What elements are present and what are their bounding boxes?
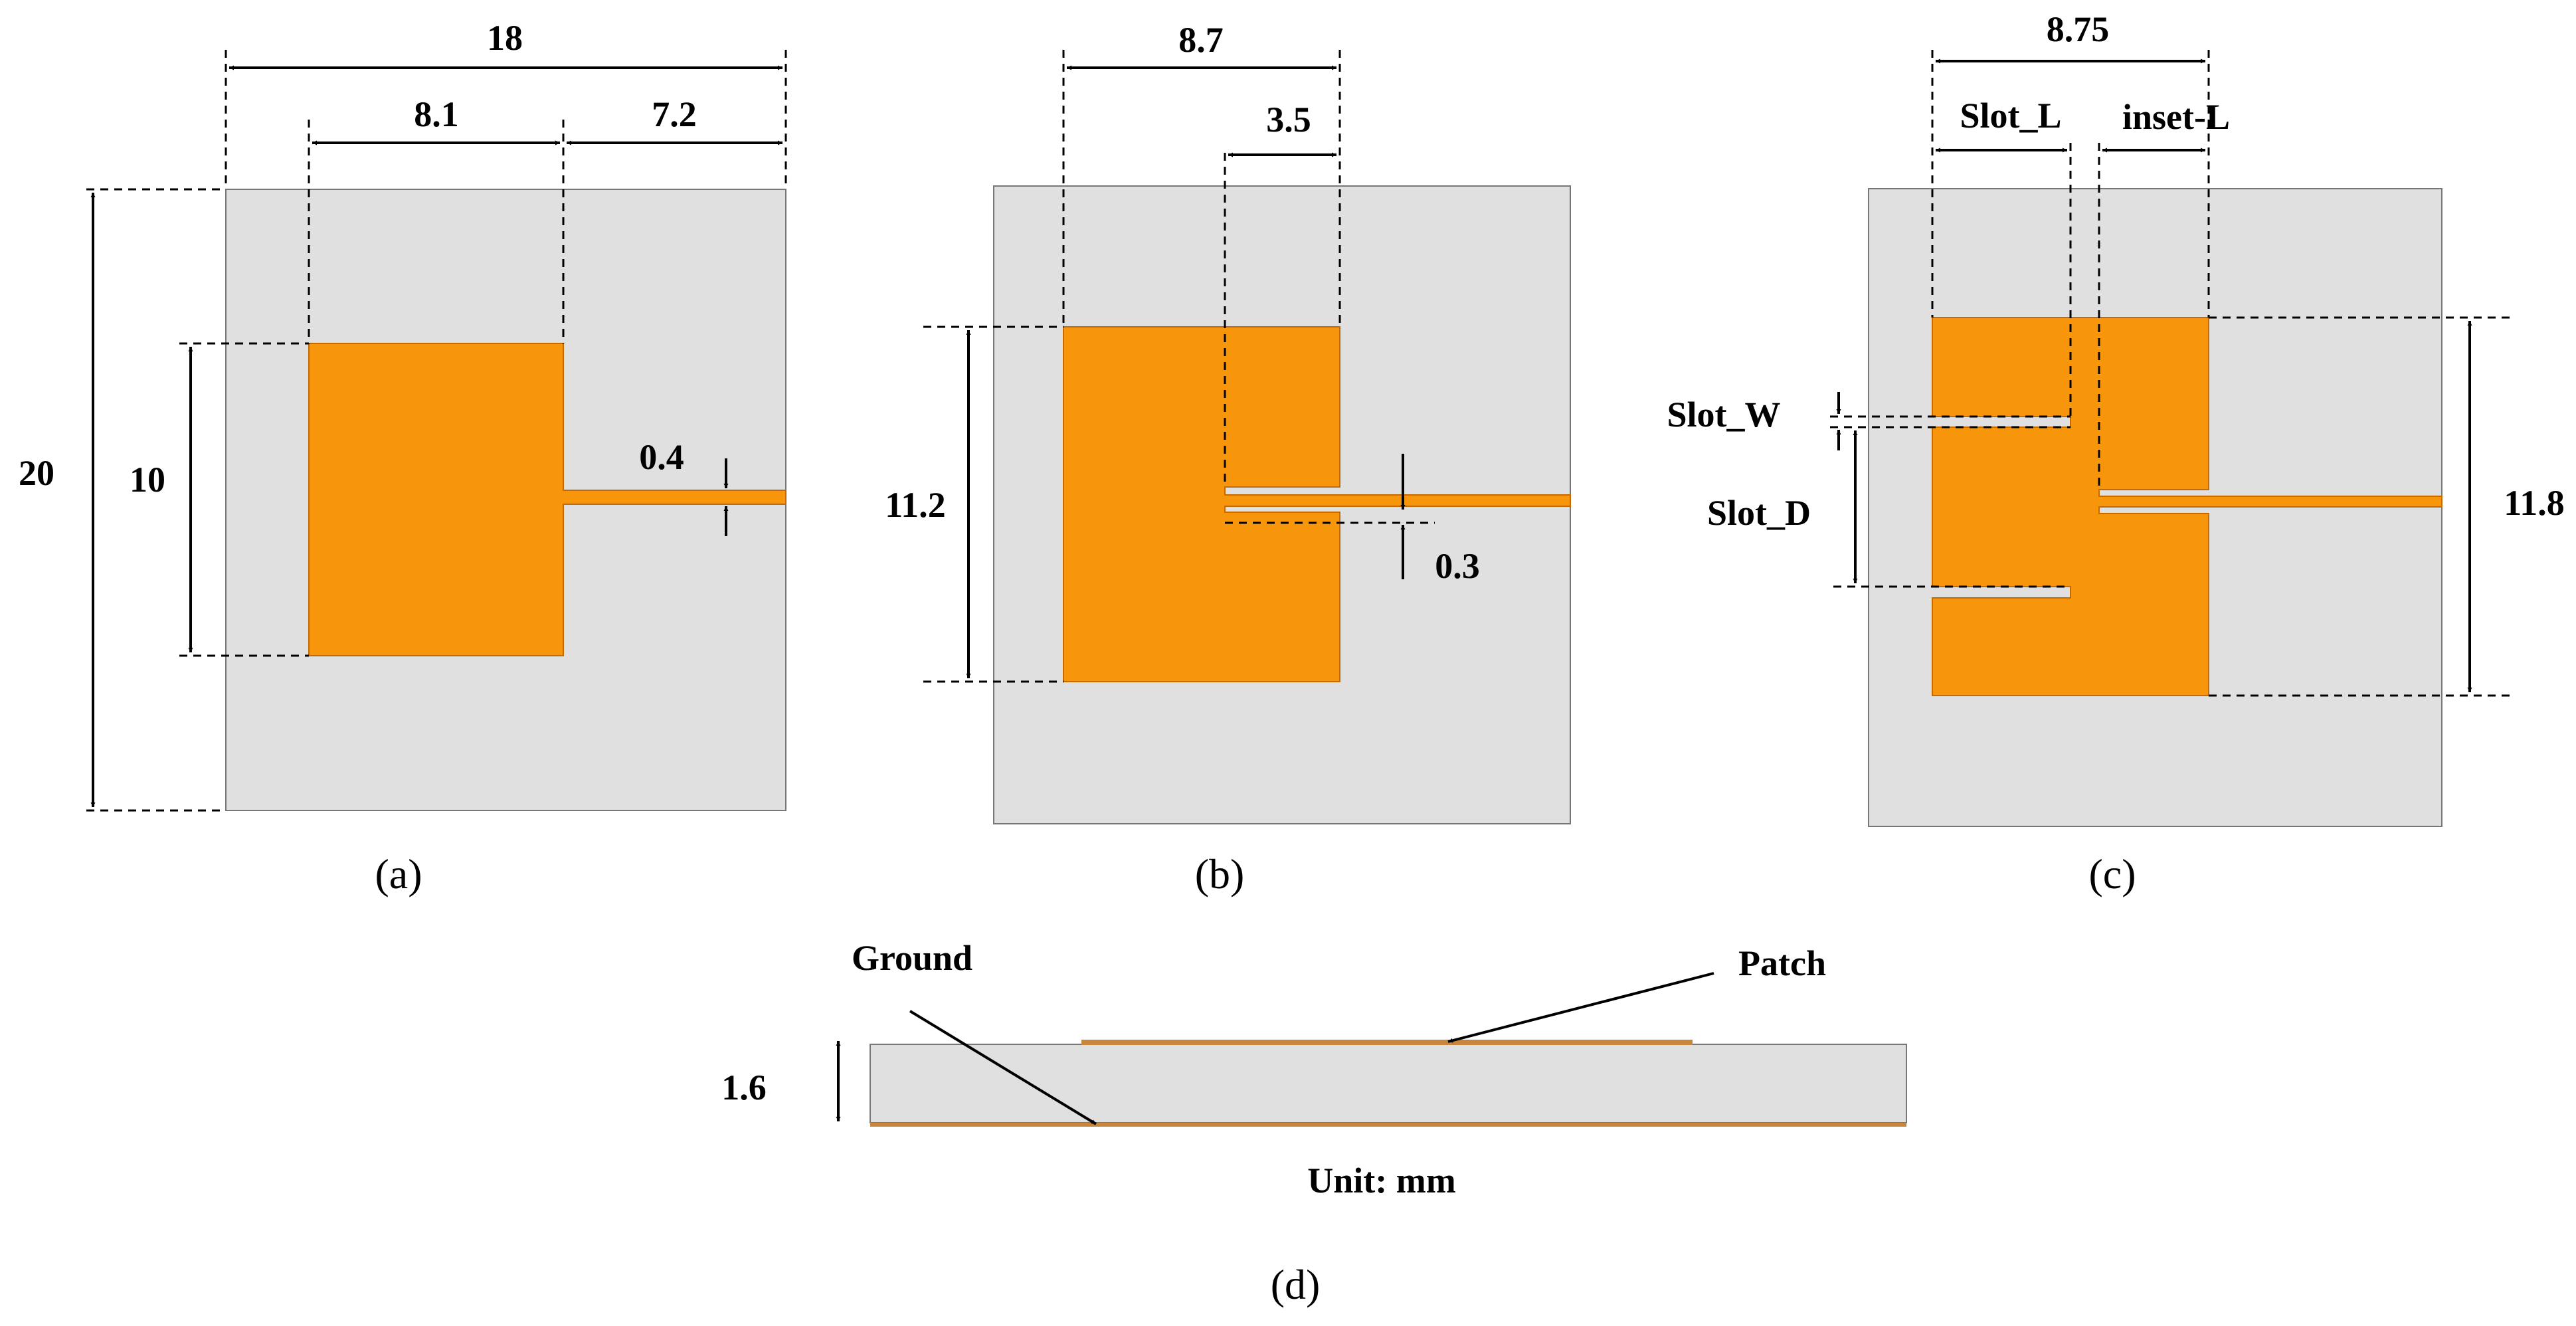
dim-slot-distance-c: Slot_D xyxy=(1707,493,1811,533)
extension-lines-a xyxy=(86,50,787,812)
dimension-arrows-a xyxy=(90,65,782,807)
substrate-side-view xyxy=(870,1044,1907,1123)
dim-inset-length-c: inset-L xyxy=(2122,97,2230,137)
dim-feed-width-a: 0.4 xyxy=(639,437,684,477)
patch-a xyxy=(308,343,786,656)
dim-patch-height-a: 10 xyxy=(130,460,165,500)
panel-c: 8.75 Slot_L inset-L Slot_W Slot_D 11.8 (… xyxy=(1667,9,2564,898)
dim-inset-depth-b: 3.5 xyxy=(1266,100,1311,140)
dim-feed-length-a: 7.2 xyxy=(652,94,697,134)
dimension-arrows-b xyxy=(966,65,1406,678)
dim-patch-height-b: 11.2 xyxy=(885,485,946,525)
dim-slot-length-c: Slot_L xyxy=(1960,96,2061,136)
extension-lines-c xyxy=(1830,50,2514,697)
panel-b: 8.7 3.5 11.2 0.3 (b) xyxy=(885,20,1571,898)
caption-b: (b) xyxy=(1195,850,1245,898)
panel-d: Ground Patch 1.6 Unit: mm (d) xyxy=(721,938,1907,1308)
dim-slot-width-c: Slot_W xyxy=(1667,395,1780,434)
dim-patch-width-a: 8.1 xyxy=(414,94,459,134)
extension-lines-b xyxy=(923,50,1435,683)
dim-width-total-a: 18 xyxy=(487,18,523,58)
patch-layer xyxy=(1081,1040,1693,1045)
label-unit: Unit: mm xyxy=(1307,1161,1455,1200)
label-patch: Patch xyxy=(1738,943,1826,983)
caption-a: (a) xyxy=(375,850,422,898)
dim-patch-height-c: 11.8 xyxy=(2504,483,2565,523)
dimension-arrows-c xyxy=(1836,58,2472,692)
label-ground: Ground xyxy=(852,938,972,978)
dim-patch-width-c: 8.75 xyxy=(2047,9,2110,49)
leader-lines-d xyxy=(836,972,1714,1125)
dim-gap-b: 0.3 xyxy=(1435,546,1480,586)
patch-b xyxy=(1063,326,1571,682)
panel-a: 18 8.1 7.2 20 10 0.4 (a) xyxy=(19,18,787,898)
ground-layer xyxy=(870,1123,1906,1127)
caption-d: (d) xyxy=(1271,1261,1321,1308)
dim-thickness-d: 1.6 xyxy=(721,1068,767,1107)
caption-c: (c) xyxy=(2088,850,2136,898)
dim-patch-width-b: 8.7 xyxy=(1178,20,1224,60)
dim-height-total-a: 20 xyxy=(19,453,54,493)
